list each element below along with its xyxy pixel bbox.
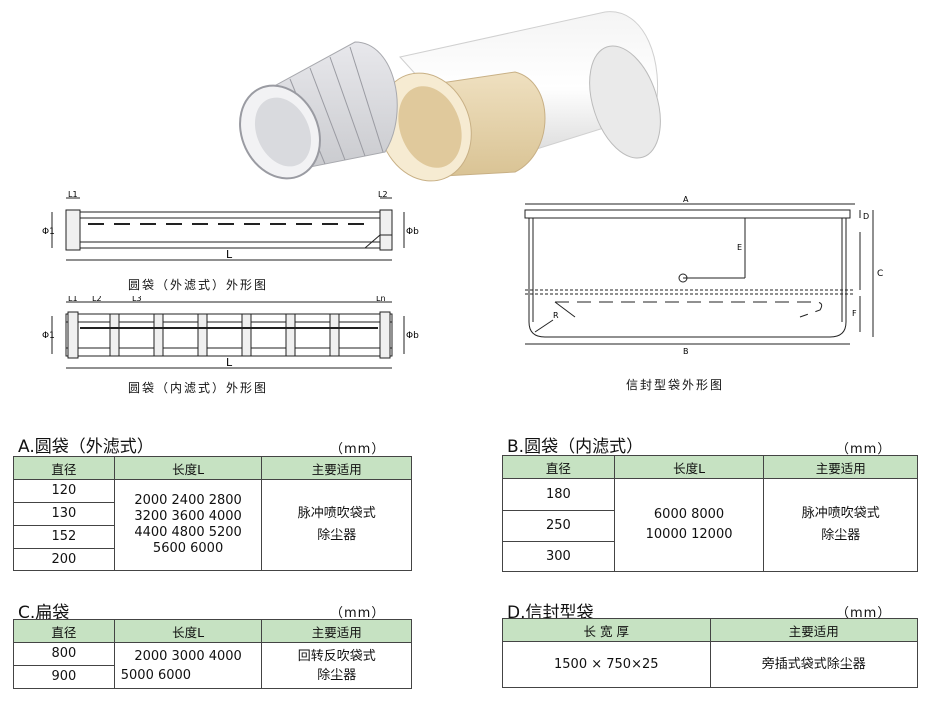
svg-text:B: B (683, 347, 689, 356)
table-d: 长 宽 厚 主要适用 1500 × 750×25 旁插式袋式除尘器 (502, 618, 919, 688)
table-b-diameter: 300 (502, 541, 615, 572)
svg-text:E: E (737, 243, 742, 252)
svg-text:R: R (553, 311, 559, 320)
svg-text:F: F (852, 309, 857, 318)
svg-text:Φ1: Φ1 (42, 331, 55, 341)
table-a-title: A.圆袋（外滤式） (18, 437, 154, 457)
svg-text:L2: L2 (378, 190, 388, 199)
table-c-lengths: 2000 3000 4000 5000 6000 (113, 642, 263, 689)
svg-text:A: A (683, 195, 689, 204)
table-a-diameter: 130 (13, 502, 115, 526)
table-a: 直径 长度L 主要适用 120 2000 2400 2800 3200 3600… (13, 456, 412, 571)
svg-text:L1: L1 (68, 296, 78, 303)
svg-text:L2: L2 (92, 296, 102, 303)
round-bag-outer-caption: 圆袋（外滤式）外形图 (128, 278, 269, 292)
round-bag-outer-drawing: L1 L2 L Φ1 Φb (42, 190, 419, 261)
table-b-title: B.圆袋（内滤式） (507, 437, 644, 457)
table-c-header-usage: 主要适用 (261, 619, 412, 643)
svg-text:C: C (877, 269, 883, 279)
table-d-size: 1500 × 750×25 (502, 641, 711, 688)
table-a-diameter: 200 (13, 548, 115, 571)
svg-text:L: L (226, 248, 233, 261)
table-c-diameter: 900 (13, 665, 115, 689)
svg-text:Φb: Φb (406, 227, 419, 237)
filter-bags-photo (239, 11, 661, 182)
table-b-header-diameter: 直径 (502, 455, 615, 479)
table-a-header-diameter: 直径 (13, 456, 115, 480)
table-d-unit: （mm） (836, 606, 892, 621)
table-b-usage: 脉冲喷吹袋式 除尘器 (763, 478, 918, 572)
round-bag-inner-caption: 圆袋（内滤式）外形图 (128, 381, 269, 395)
svg-text:L1: L1 (68, 190, 78, 199)
table-d-header-usage: 主要适用 (709, 618, 919, 642)
table-a-diameter: 152 (13, 525, 115, 549)
round-bag-inner-drawing: L1 L2 L3 Ln L Φ1 Φb (42, 296, 419, 369)
table-c-usage: 回转反吹袋式 除尘器 (261, 642, 412, 689)
svg-text:Φ1: Φ1 (42, 227, 55, 237)
table-b: 直径 长度L 主要适用 180 6000 8000 10000 12000 脉冲… (502, 455, 918, 572)
table-b-header-length: 长度L (613, 455, 765, 479)
envelope-bag-caption: 信封型袋外形图 (626, 378, 725, 392)
table-d-usage: 旁插式袋式除尘器 (709, 641, 919, 688)
table-b-diameter: 250 (502, 510, 615, 542)
svg-text:Ln: Ln (376, 296, 386, 303)
table-c-unit: （mm） (330, 606, 386, 621)
svg-text:L: L (226, 356, 233, 369)
table-a-unit: （mm） (330, 442, 386, 457)
table-a-diameter: 120 (13, 479, 115, 503)
table-b-header-usage: 主要适用 (763, 455, 918, 479)
table-c-diameter: 800 (13, 642, 115, 666)
table-a-lengths: 2000 2400 2800 3200 3600 4000 4400 4800 … (113, 479, 263, 571)
table-a-usage: 脉冲喷吹袋式 除尘器 (261, 479, 412, 571)
envelope-bag-drawing: A B C D E F R (524, 195, 883, 356)
svg-text:Φb: Φb (406, 331, 419, 341)
svg-text:D: D (863, 212, 869, 221)
table-c-title: C.扁袋 (18, 603, 70, 623)
svg-text:L3: L3 (132, 296, 142, 303)
table-b-diameter: 180 (502, 478, 615, 511)
table-c: 直径 长度L 主要适用 800 2000 3000 4000 5000 6000… (13, 619, 412, 689)
table-b-unit: （mm） (836, 442, 892, 457)
table-b-lengths: 6000 8000 10000 12000 (613, 478, 765, 572)
table-c-header-length: 长度L (113, 619, 263, 643)
table-a-header-usage: 主要适用 (261, 456, 412, 480)
table-d-header-size: 长 宽 厚 (502, 618, 711, 642)
table-a-header-length: 长度L (113, 456, 263, 480)
table-c-header-diameter: 直径 (13, 619, 115, 643)
